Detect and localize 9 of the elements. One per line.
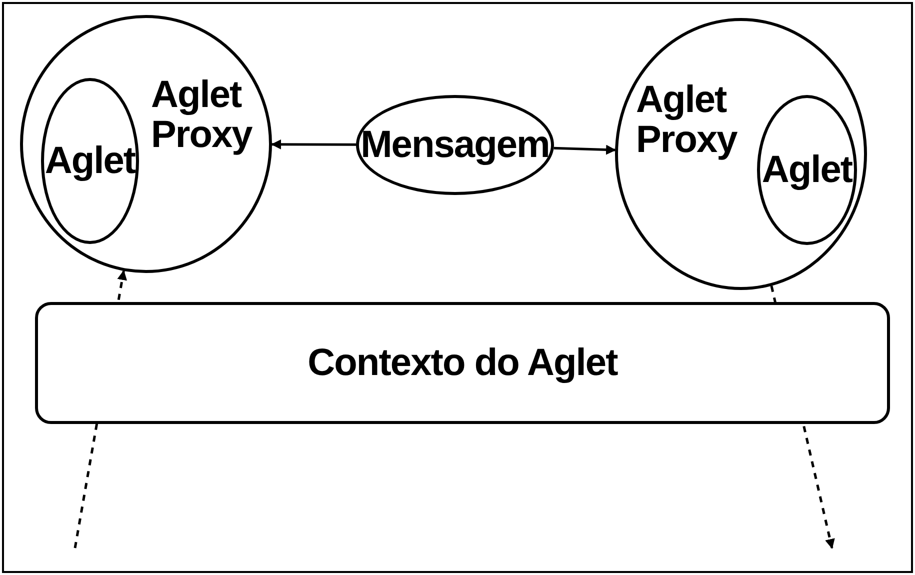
node-label: Contexto do Aglet bbox=[308, 344, 618, 382]
context-box bbox=[35, 302, 890, 424]
node-label: Mensagem bbox=[360, 126, 550, 164]
arrow bbox=[271, 139, 356, 150]
arrow bbox=[554, 144, 616, 155]
node-label: Aglet bbox=[44, 142, 136, 180]
node-label: Aglet Proxy bbox=[636, 81, 738, 161]
node-label: Aglet bbox=[762, 151, 852, 189]
node-label: Aglet Proxy bbox=[151, 76, 254, 156]
